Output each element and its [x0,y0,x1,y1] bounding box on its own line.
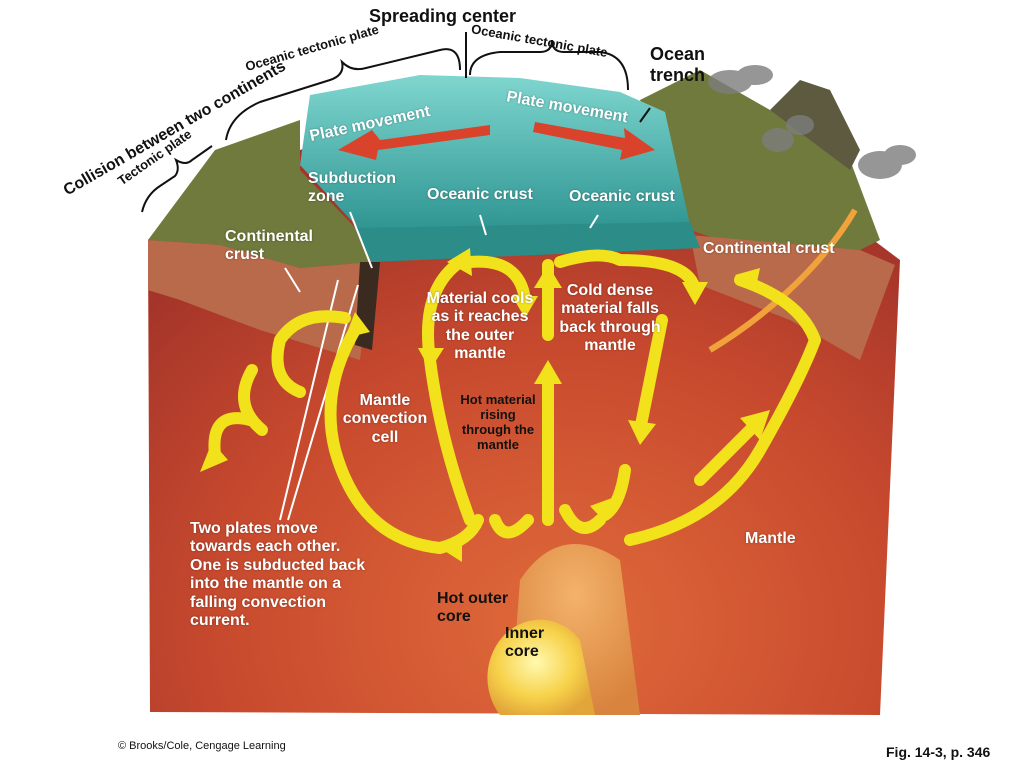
label-continental-crust-left: Continental crust [225,228,313,264]
bracket-left-plate [225,48,461,141]
label-hot-outer-core: Hot outer core [437,590,509,626]
label-inner-core: Inner core [505,625,545,661]
inner-core-shape [487,619,595,715]
right-land [640,70,880,250]
label-oceanic-crust-right: Oceanic crust [569,188,675,205]
label-oceanic-crust-left: Oceanic crust [427,186,533,203]
arrowheads [200,248,770,562]
trench-pointer [639,107,651,123]
continental-crust-right [690,235,895,360]
volcano [770,80,860,170]
label-subduction-zone: Subduction zone [308,170,396,206]
label-material-cools: Material cools as it reaches the outer m… [426,290,534,363]
label-cold-dense: Cold dense material falls back through m… [559,282,661,355]
label-spreading-center: Spreading center [369,6,517,26]
continental-crust-left [148,240,372,360]
ocean-water [300,75,690,230]
bracket-right-plate [469,39,629,91]
left-land [148,120,372,268]
label-mantle: Mantle [745,530,796,547]
label-two-plates: Two plates move towards each other. One … [190,520,366,629]
plate-arrow-right [533,122,655,160]
label-mantle-convection: Mantle convection cell [342,392,428,446]
figure-reference: Fig. 14-3, p. 346 [886,744,991,760]
smoke-plumes [708,65,916,179]
plate-arrow-left [338,125,490,160]
label-continental-crust-right: Continental crust [703,240,835,257]
label-hot-material: Hot material rising through the mantle [460,392,536,452]
copyright-text: © Brooks/Cole, Cengage Learning [118,740,286,752]
bracket-tectonic [141,145,213,213]
magma-channel [708,208,858,353]
oceanic-crust-layer [355,222,700,262]
label-ocean-trench: Ocean trench [650,44,706,85]
